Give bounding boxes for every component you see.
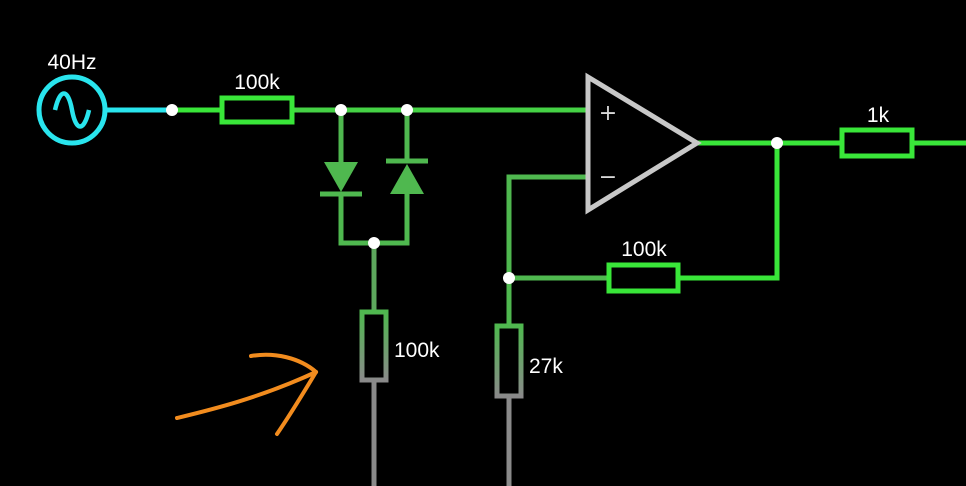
feedback-right-wire bbox=[675, 140, 780, 281]
sine-wave-icon bbox=[52, 91, 92, 129]
output-resistor-body bbox=[839, 127, 915, 159]
feedback-resistor-label: 100k bbox=[621, 238, 667, 261]
input-resistor[interactable]: 100k bbox=[219, 71, 295, 125]
diode-bottom-node[interactable] bbox=[368, 237, 380, 249]
diode2-node[interactable] bbox=[401, 104, 413, 116]
output-node[interactable] bbox=[771, 137, 783, 149]
diode-up-triangle bbox=[390, 164, 424, 194]
op-amp-plus-label: + bbox=[599, 101, 617, 126]
wires bbox=[105, 107, 966, 486]
source-label: 40Hz bbox=[47, 51, 96, 74]
clip-resistor[interactable]: 100k bbox=[359, 309, 440, 383]
inverting-input-wire bbox=[506, 174, 591, 281]
op-amp-triangle bbox=[585, 72, 702, 215]
nodes bbox=[166, 104, 783, 284]
diode-down-triangle bbox=[324, 162, 358, 192]
arrow-head-bottom bbox=[275, 370, 318, 436]
op-amp[interactable]: + − bbox=[585, 72, 702, 215]
ground-resistor-body bbox=[494, 323, 524, 399]
ground-resistor-label: 27k bbox=[529, 355, 563, 378]
diode-down[interactable] bbox=[320, 162, 362, 197]
input-resistor-label: 100k bbox=[234, 71, 280, 94]
source-circle bbox=[36, 74, 108, 146]
diode1-node[interactable] bbox=[335, 104, 347, 116]
ground-resistor[interactable]: 27k bbox=[494, 323, 563, 399]
arrow-head-top bbox=[249, 352, 318, 374]
output-resistor[interactable]: 1k bbox=[839, 104, 915, 159]
input-resistor-body bbox=[219, 95, 295, 125]
feedback-resistor-body bbox=[606, 262, 681, 294]
clip-resistor-body bbox=[359, 309, 389, 383]
ac-source[interactable]: 40Hz bbox=[36, 51, 108, 146]
clip-resistor-label: 100k bbox=[394, 339, 440, 362]
diode-bottom-wire bbox=[338, 193, 410, 246]
arrow-shaft bbox=[175, 370, 318, 420]
annotation-arrow bbox=[175, 352, 318, 436]
diode-up[interactable] bbox=[386, 158, 428, 194]
feedback-resistor[interactable]: 100k bbox=[606, 238, 681, 294]
input-node[interactable] bbox=[166, 104, 178, 116]
feedback-node[interactable] bbox=[503, 272, 515, 284]
op-amp-minus-label: − bbox=[599, 165, 617, 190]
output-resistor-label: 1k bbox=[867, 104, 890, 127]
